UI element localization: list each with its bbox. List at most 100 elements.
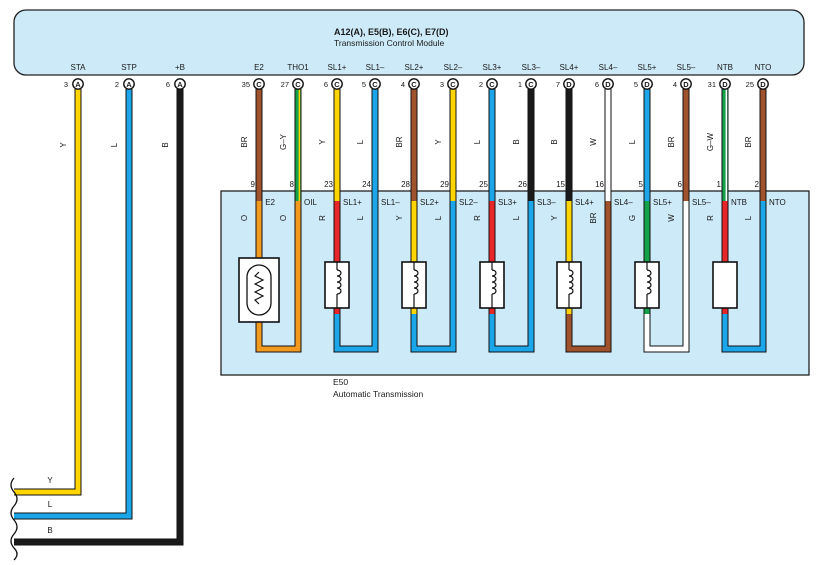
tcm-connector-pin-circle [369, 78, 381, 90]
coil-icon [646, 269, 652, 295]
tcm-pin-name: SL5– [677, 63, 696, 72]
module-pin-number: 2 [755, 180, 760, 189]
module-id: E50 [333, 377, 348, 387]
tcm-connector-pin-letter: D [644, 80, 650, 89]
module-terminal-name: E2 [265, 198, 275, 207]
return-loop-6 [722, 264, 766, 352]
tcm-pin-number: 25 [746, 80, 754, 89]
tcm-connector-pin-letter: C [450, 80, 456, 89]
tcm-connector-pin-letter: D [760, 80, 766, 89]
wire-color-code: G–Y [279, 133, 288, 150]
coil-icon [568, 269, 574, 295]
wire-color-code: L [473, 139, 482, 144]
wire-color-code: R [473, 215, 482, 221]
module-pin-number: 28 [401, 180, 410, 189]
wire-color-code: O [279, 215, 288, 221]
wire-color-code: W [589, 138, 598, 146]
tcm-pin-name: SL3+ [483, 63, 502, 72]
module-pin-number: 5 [639, 180, 644, 189]
module-terminal-name: SL1+ [343, 198, 362, 207]
tcm-pin-number: 6 [595, 80, 599, 89]
tcm-connector-pin-letter: D [566, 80, 572, 89]
tcm-pin-name: SL4– [599, 63, 618, 72]
tcm-connector-pin-letter: D [683, 80, 689, 89]
wire-color-code: O [240, 215, 249, 221]
wire-color-code: BR [667, 136, 676, 147]
tcm-connector-pin-letter: D [722, 80, 728, 89]
module-terminal-name: SL2– [459, 198, 478, 207]
return-loop-5 [644, 264, 689, 352]
coil-icon [413, 269, 419, 295]
module-pin-number: 9 [251, 180, 256, 189]
transmission-panel [220, 190, 810, 376]
tcm-pin-name: STA [71, 63, 87, 72]
tcm-pin-number: 3 [64, 80, 68, 89]
tcm-panel [13, 9, 805, 76]
module-terminal-name: SL4– [614, 198, 633, 207]
tcm-connector-pin-letter: C [411, 80, 417, 89]
module-terminal-name: SL2+ [420, 198, 439, 207]
wire-color-code: B [512, 139, 521, 144]
tcm-connector-pin-circle [253, 78, 265, 90]
harness-wire-label: L [48, 500, 53, 509]
wire-color-code: B [550, 139, 559, 144]
resistor-zigzag-icon [253, 271, 265, 305]
return-loop-0 [256, 264, 301, 352]
wire-color-code: Y [550, 215, 559, 221]
tcm-connectors-label: A12(A), E5(B), E6(C), E7(D) [334, 27, 449, 37]
module-pin-number: 24 [362, 180, 371, 189]
wire-color-code: Y [59, 142, 68, 148]
coil-icon [336, 269, 342, 295]
module-terminal-name: OIL [304, 198, 317, 207]
module-terminal-name: SL5+ [653, 198, 672, 207]
tcm-pin-number: 4 [673, 80, 677, 89]
tcm-connector-pin-circle [563, 78, 575, 90]
tcm-pin-name: SL4+ [560, 63, 579, 72]
tcm-connector-pin-circle [525, 78, 537, 90]
tcm-pin-name: SL3– [522, 63, 541, 72]
tcm-pin-name: SL1– [366, 63, 385, 72]
tcm-connector-pin-letter: C [372, 80, 378, 89]
tcm-pin-number: 6 [166, 80, 170, 89]
left-wire-sta-outline [14, 89, 82, 496]
module-pin-number: 26 [518, 180, 527, 189]
wire-color-code: L [434, 215, 443, 220]
tcm-connector-pin-letter: C [256, 80, 262, 89]
tcm-pin-number: 1 [518, 80, 522, 89]
module-terminal-name: NTO [769, 198, 786, 207]
wire-color-code: L [356, 139, 365, 144]
tcm-pin-number: 2 [479, 80, 483, 89]
tcm-connector-pin-circle [123, 78, 135, 90]
harness-wire-label: Y [47, 476, 53, 485]
tcm-connector-pin-letter: C [489, 80, 495, 89]
tcm-pin-number: 2 [115, 80, 119, 89]
tcm-connector-pin-circle [174, 78, 186, 90]
tcm-connector-pin-letter: C [295, 80, 301, 89]
wire-color-code: G [628, 215, 637, 221]
wire-color-code: G–W [706, 132, 715, 151]
tcm-connector-pin-circle [447, 78, 459, 90]
tcm-connector-pin-circle [757, 78, 769, 90]
tcm-connector-pin-letter: A [126, 80, 132, 89]
tcm-pin-number: 3 [440, 80, 444, 89]
module-terminal-name: SL3– [537, 198, 556, 207]
wire-color-code: R [318, 215, 327, 221]
tcm-connector-pin-circle [292, 78, 304, 90]
wire-color-code: L [512, 215, 521, 220]
wire-color-code: L [744, 215, 753, 220]
left-wire-plusb-outline [14, 89, 184, 546]
left-wire-stp-outline [14, 89, 133, 520]
tcm-pin-name: SL2– [444, 63, 463, 72]
tcm-connector-pin-letter: A [177, 80, 183, 89]
tcm-connector-pin-circle [680, 78, 692, 90]
module-pin-number: 15 [556, 180, 565, 189]
tcm-pin-name: +B [175, 63, 185, 72]
tcm-connector-pin-circle [602, 78, 614, 90]
module-terminal-name: SL1– [381, 198, 400, 207]
wire-color-code: BR [589, 212, 598, 223]
left-wire-stp [14, 89, 132, 519]
wire-color-code: L [110, 142, 119, 147]
harness-wire-label: B [47, 526, 52, 535]
return-loop-2 [411, 264, 456, 352]
tcm-connector-pin-circle [641, 78, 653, 90]
